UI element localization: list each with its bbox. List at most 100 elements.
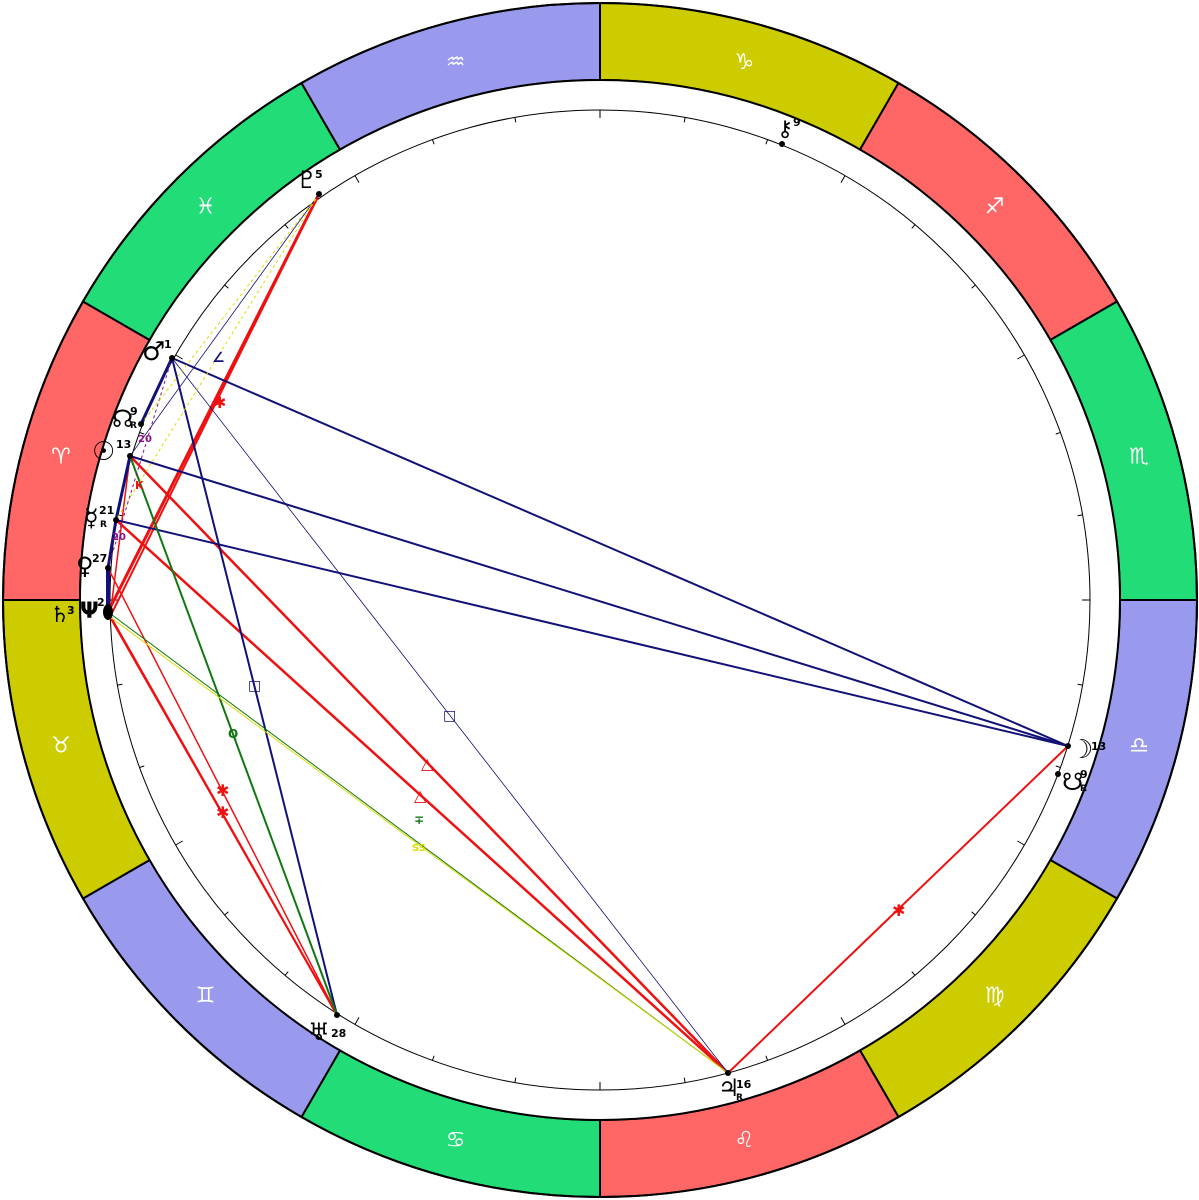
north-node-dot <box>138 421 144 427</box>
degree-tick <box>514 1077 517 1083</box>
cancer-icon: ♋ <box>446 1128 466 1153</box>
venus-degree: 27 <box>92 552 107 565</box>
saturn-degree: 3 <box>67 604 75 617</box>
aspect-line-venus-uranus <box>107 567 338 1016</box>
aspect-line-pluto-sun <box>129 193 320 457</box>
aspect-line-sun-saturn <box>109 455 131 618</box>
aspect-line-mercury-venus <box>106 519 118 569</box>
aspect-label: ✱ <box>892 901 905 920</box>
degree-tick <box>284 224 289 229</box>
south-node-degree: 9 <box>1080 768 1088 781</box>
degree-tick <box>354 1017 360 1025</box>
uranus-dot <box>334 1012 340 1018</box>
aspect-label: ∠ <box>212 350 225 366</box>
degree-tick <box>840 1017 846 1025</box>
degree-tick <box>175 354 183 360</box>
virgo-icon: ♍ <box>985 984 1005 1009</box>
aspect-lines <box>106 193 1069 1074</box>
aspect-label: SS <box>412 843 426 854</box>
pluto-icon: ♇ <box>296 166 318 194</box>
aspect-label: ✱ <box>216 781 229 800</box>
scorpio-icon: ♏ <box>1129 445 1149 470</box>
degree-tick <box>971 284 976 289</box>
degree-tick <box>224 911 229 916</box>
mercury-degree: 21 <box>99 504 114 517</box>
aspect-line-mars-uranus <box>171 357 338 1016</box>
aspect-label: □ <box>248 678 261 694</box>
mars-dot <box>169 355 175 361</box>
north-node-icon: ☊ <box>112 405 133 433</box>
aspect-labels: ✱ ∠ □ □ Q △ △ ✱ ✱ ∓ SS ✱ K 20 20 <box>112 350 905 920</box>
aspect-line-moon-jupiter <box>727 745 1069 1074</box>
aspect-line-sun-mercury <box>114 455 132 521</box>
libra-icon: ♎ <box>1129 733 1149 758</box>
aspect-line-sun-uranus <box>129 455 338 1016</box>
degree-tick <box>354 175 360 183</box>
sun-dot <box>127 453 133 459</box>
degree-tick <box>431 139 435 145</box>
moon-degree: 13 <box>1091 740 1106 753</box>
aspect-line-saturn-uranus <box>109 616 338 1016</box>
aspect-line-pluto-mercury <box>115 193 320 521</box>
neptune-icon: Ψ <box>80 599 99 624</box>
pluto-degree: 5 <box>315 168 323 181</box>
gemini-icon: ♊ <box>196 984 216 1009</box>
leo-icon: ♌ <box>735 1128 755 1153</box>
north-node-degree: 9 <box>130 405 138 418</box>
north-node-retro: R <box>130 421 137 431</box>
degree-tick <box>765 139 769 145</box>
mars-icon: ♂ <box>142 337 165 367</box>
degree-tick <box>175 840 183 846</box>
chiron-icon: ⚷ <box>777 117 793 142</box>
degree-tick <box>1055 431 1061 435</box>
degree-tick <box>1017 840 1025 846</box>
neptune-degree: 2 <box>97 596 105 609</box>
mercury-dot <box>113 517 119 523</box>
aspect-label: ✱ <box>213 393 226 412</box>
saturn-icon: ♄ <box>50 603 70 628</box>
pisces-icon: ♓ <box>196 194 216 219</box>
sun-degree: 13 <box>116 438 131 451</box>
chiron-degree: 9 <box>793 116 801 129</box>
degree-tick <box>139 431 145 435</box>
chiron-dot <box>779 141 785 147</box>
aspect-label: ∓ <box>414 813 424 827</box>
aspect-line-sun-moon <box>129 455 1069 747</box>
aspect-label: △ <box>421 754 434 773</box>
aspect-label: 20 <box>112 532 126 543</box>
south-node-icon: ☋ <box>1062 768 1083 796</box>
degree-tick <box>1055 765 1061 769</box>
capricorn-icon: ♑ <box>735 50 755 75</box>
aspect-label: ✱ <box>216 803 229 822</box>
jupiter-degree: 16 <box>736 1078 752 1091</box>
degree-tick <box>431 1055 435 1061</box>
sun-icon: ☉ <box>92 437 115 467</box>
degree-tick <box>1077 683 1083 686</box>
aspect-line-saturn-jupiter <box>109 616 729 1074</box>
moon-dot <box>1065 743 1071 749</box>
south-node-retro: R <box>1080 784 1087 794</box>
aspect-label: 20 <box>138 434 152 445</box>
degree-tick <box>284 971 289 976</box>
mercury-retro: R <box>100 520 107 530</box>
degree-tick <box>139 765 145 769</box>
moon-icon: ☽ <box>1070 735 1093 765</box>
aries-icon: ♈ <box>51 445 71 470</box>
degree-tick <box>765 1055 769 1061</box>
degree-tick <box>514 117 517 123</box>
aquarius-icon: ♒ <box>446 50 466 75</box>
degree-tick <box>971 911 976 916</box>
degree-tick <box>840 175 846 183</box>
degree-ticks <box>110 110 1090 1090</box>
pluto-dot <box>316 191 322 197</box>
venus-dot <box>105 565 111 571</box>
jupiter-icon: ♃ <box>718 1074 740 1102</box>
aspect-line-mercury-jupiter <box>115 519 729 1074</box>
degree-tick <box>911 971 916 976</box>
degree-tick <box>683 117 686 123</box>
jupiter-dot <box>725 1070 731 1076</box>
aspect-line-pluto-node <box>140 193 320 425</box>
aspect-line-mars-venus <box>107 357 173 569</box>
